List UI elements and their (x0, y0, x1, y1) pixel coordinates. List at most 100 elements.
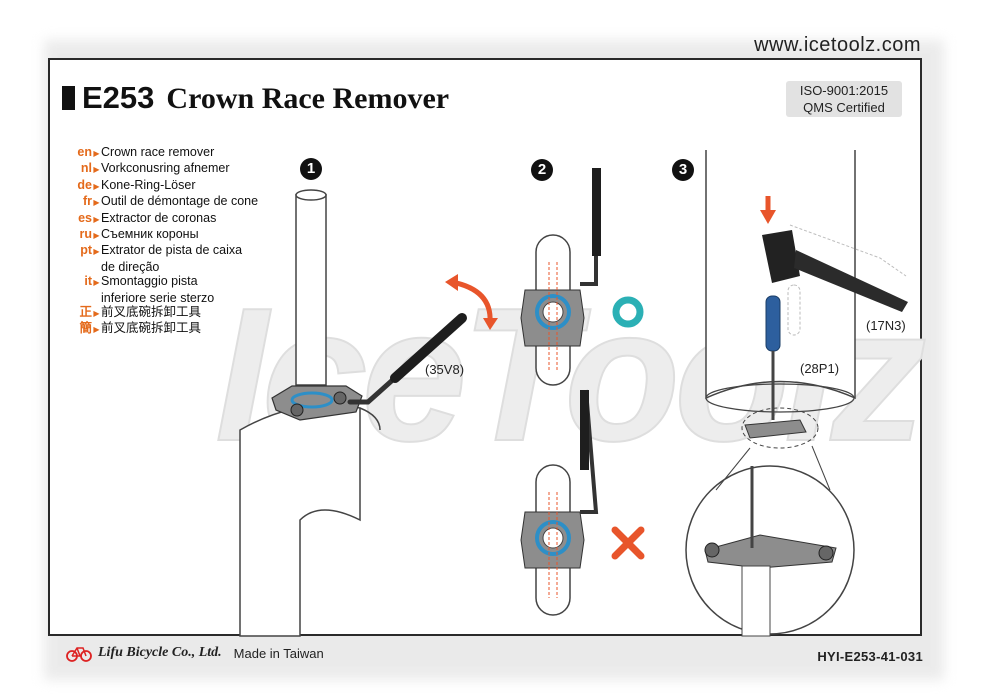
race-ring (290, 391, 334, 409)
detail-circle-small (741, 407, 819, 449)
title-block: E253 Crown Race Remover (62, 80, 449, 116)
language-arrow-icon: ▶ (93, 181, 100, 191)
language-code: 正 (79, 305, 92, 320)
step-3-illustration (685, 150, 908, 637)
wrench-grip-wrong (580, 390, 589, 470)
detail-link-left (715, 447, 751, 491)
language-row: 正▶前叉底碗拆卸工具 (60, 305, 258, 321)
race-ring-wrong (535, 520, 571, 556)
language-arrow-icon: ▶ (93, 165, 100, 175)
fork-crown-edge (359, 407, 381, 431)
hammer-label: (17N3) (866, 318, 906, 333)
company-name: Lifu Bicycle Co., Ltd. (98, 645, 222, 660)
rotation-arrow (451, 279, 493, 323)
language-text: 前叉底碗拆卸工具 (101, 321, 202, 336)
iso-line-1: ISO-9001:2015 (799, 83, 889, 98)
footer-brand: Lifu Bicycle Co., Ltd. Made in Taiwan (66, 644, 324, 662)
title-marker (62, 86, 75, 110)
language-row: nl▶Vorkconusring afnemer (60, 161, 258, 177)
rotation-arrow-head-a (445, 274, 458, 291)
language-row: de▶Kone-Ring-Löser (60, 178, 258, 194)
language-text: Съемник короны (101, 227, 199, 242)
language-code: pt (80, 243, 92, 258)
detail-link-right (811, 445, 831, 491)
language-code: en (77, 145, 92, 159)
wrench-wrong (580, 389, 599, 514)
language-row: ru▶Съемник короны (60, 227, 258, 243)
language-code: es (78, 210, 92, 225)
hammer-ghost (789, 224, 907, 277)
made-in: Made in Taiwan (233, 645, 324, 661)
cross-icon-stroke (611, 526, 645, 560)
language-text-continued: de direção (101, 259, 160, 274)
screwdriver-ghost (787, 284, 801, 336)
language-row: pt▶Extrator de pista de caixa (60, 243, 258, 259)
language-text: Crown race remover (101, 145, 215, 159)
language-row: it▶Smontaggio pista (60, 274, 258, 290)
fork-crown-base (705, 383, 855, 413)
language-row: en▶Crown race remover (60, 145, 258, 161)
product-name: Crown Race Remover (166, 82, 450, 115)
language-text: Smontaggio pista (101, 274, 198, 289)
language-arrow-icon: ▶ (93, 149, 100, 158)
fork-crown (239, 404, 361, 637)
iso-badge: ISO-9001:2015 QMS Certified (786, 81, 902, 117)
language-row: fr▶Outil de démontage de cone (60, 194, 258, 210)
wrench-grip (390, 313, 467, 383)
language-arrow-icon: ▶ (93, 198, 100, 208)
language-text: Outil de démontage de cone (101, 194, 259, 209)
language-text: Extractor de coronas (101, 210, 217, 225)
language-code: it (84, 274, 92, 289)
hammer-handle (794, 250, 908, 312)
screwdriver-label: (28P1) (800, 361, 840, 376)
language-text: Vorkconusring afnemer (101, 161, 230, 176)
language-row: es▶Extractor de coronas (60, 211, 258, 227)
step-2-badge: 2 (531, 159, 553, 181)
hammer-head (762, 230, 800, 283)
wrench-label: (35V8) (425, 362, 465, 377)
iso-line-2: QMS Certified (803, 100, 885, 115)
language-arrow-icon: ▶ (93, 247, 100, 257)
language-text: Kone-Ring-Löser (101, 177, 196, 192)
screwdriver-handle (765, 295, 781, 352)
language-row: 簡▶前叉底碗拆卸工具 (60, 321, 258, 337)
language-arrow-icon: ▶ (93, 309, 100, 319)
tool-magnified (704, 534, 837, 569)
language-code: fr (82, 194, 92, 209)
tool-bolt-right (333, 391, 347, 405)
wrench-grip-topview (592, 168, 601, 256)
fork-leg-magnified (741, 565, 771, 637)
washer-icon (612, 296, 644, 328)
tool-bolt-left (290, 403, 304, 417)
tube-topview (542, 301, 564, 323)
step-2-correct (520, 168, 644, 386)
language-arrow-icon: ▶ (93, 325, 100, 335)
step-1-badge: 1 (300, 158, 322, 180)
bolt-magnified-left (704, 542, 720, 558)
language-code: nl (80, 161, 92, 176)
document-code: HYI-E253-41-031 (817, 649, 923, 664)
language-text: Extrator de pista de caixa (101, 243, 243, 258)
steerer-top (295, 189, 327, 201)
language-arrow-icon: ▶ (93, 214, 100, 224)
language-text-continued: inferiore serie sterzo (101, 290, 215, 305)
tool-small (744, 419, 807, 439)
step-2-incorrect (520, 389, 645, 616)
strike-arrow-head (760, 210, 776, 224)
language-arrow-icon: ▶ (93, 231, 100, 241)
website-url[interactable]: www.icetoolz.com (754, 34, 921, 56)
step-3-badge: 3 (672, 159, 694, 181)
race-ring-topview (535, 294, 571, 330)
tube-wrong (542, 527, 564, 549)
language-arrow-icon: ▶ (93, 278, 100, 288)
product-code: E253 (82, 80, 155, 115)
language-code: 簡 (79, 321, 92, 336)
rotation-arrow-head-b (483, 318, 498, 330)
language-code: ru (79, 227, 93, 242)
step-1-illustration (239, 189, 498, 637)
bicycle-logo-icon (66, 647, 92, 662)
steerer-tube (295, 194, 327, 386)
language-code: de (77, 177, 92, 192)
